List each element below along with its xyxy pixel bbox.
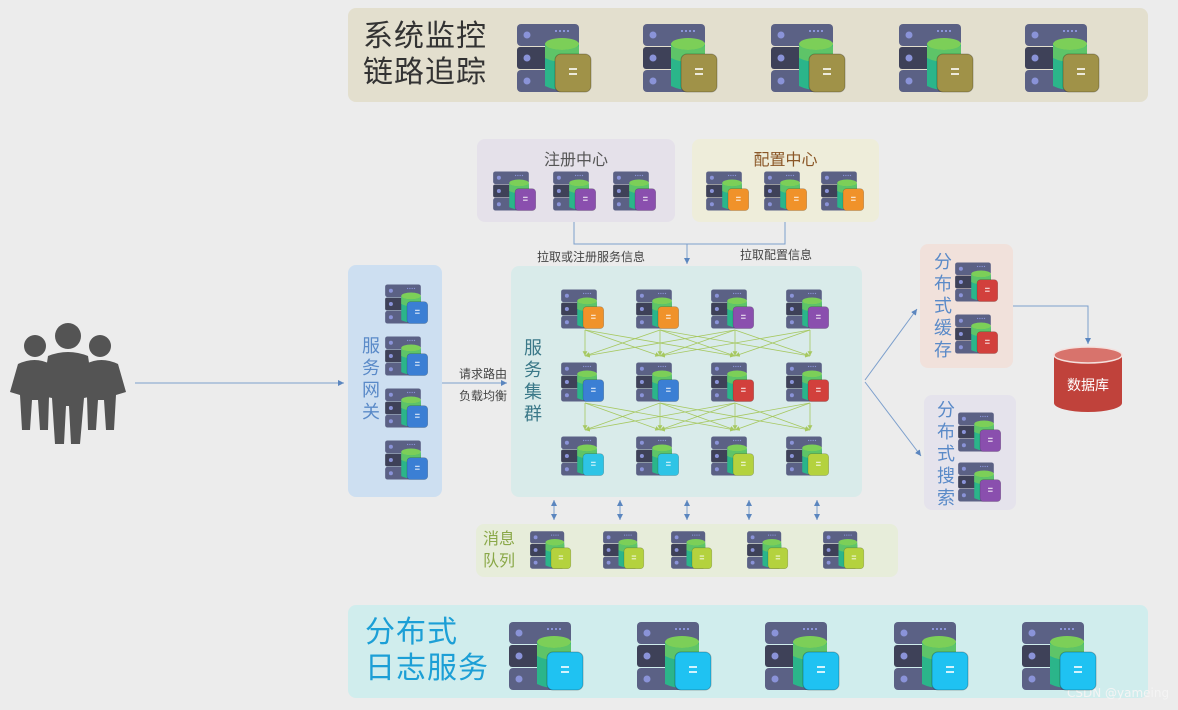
cluster-link xyxy=(584,402,661,431)
search-server-icon xyxy=(957,409,1003,455)
logging-panel xyxy=(348,605,1148,698)
logging-title: 分布式日志服务 xyxy=(365,615,489,687)
mq-server-icon xyxy=(529,528,573,572)
database-label: 数据库 xyxy=(1067,378,1109,394)
gateway-server-icon xyxy=(384,281,430,327)
monitoring-title-line2: 链路追踪 xyxy=(363,55,487,90)
cluster-server-icon xyxy=(560,286,606,332)
mq-title-line2: 队列 xyxy=(483,551,516,570)
gateway-server-icon xyxy=(384,437,430,483)
users-icon xyxy=(10,323,126,444)
balance-label: 负载均衡 xyxy=(459,389,508,403)
cluster-link xyxy=(659,329,811,358)
cluster-server-icon xyxy=(560,359,606,405)
cluster-server-icon xyxy=(710,433,756,479)
cache-server-icon xyxy=(954,259,1000,305)
cluster-link xyxy=(584,329,661,357)
cluster-link xyxy=(584,329,736,358)
cache-title: 分布式缓存 xyxy=(931,252,952,362)
cluster-server-icon xyxy=(710,286,756,332)
mq-server-icon xyxy=(670,528,714,572)
cluster-link xyxy=(734,329,811,357)
config-server-icon xyxy=(763,168,809,214)
gateway-title: 服务网关 xyxy=(359,336,380,424)
logging-server-icon xyxy=(763,616,843,696)
monitor-server-icon xyxy=(769,18,849,98)
monitor-server-icon xyxy=(515,18,595,98)
cluster-link xyxy=(734,402,811,431)
logging-title-line1: 分布式 xyxy=(365,615,458,650)
registry-server-icon xyxy=(612,168,658,214)
gateway-server-icon xyxy=(384,385,430,431)
logging-title-line2: 日志服务 xyxy=(365,651,489,686)
config-server-icon xyxy=(820,168,866,214)
mq-server-icon xyxy=(602,528,646,572)
cluster-server-icon xyxy=(635,433,681,479)
route-label: 请求路由 xyxy=(459,367,508,381)
registry-server-icon xyxy=(492,168,538,214)
cluster-server-icon xyxy=(710,359,756,405)
registry-server-icon xyxy=(552,168,598,214)
cluster-link xyxy=(659,402,736,431)
logging-server-icon xyxy=(635,616,715,696)
cluster-server-icon xyxy=(785,359,831,405)
monitoring-title: 系统监控链路追踪 xyxy=(363,19,487,91)
cluster-server-icon xyxy=(560,433,606,479)
cluster-link xyxy=(584,402,736,432)
mq-server-icon xyxy=(746,528,790,572)
monitoring-title-line1: 系统监控 xyxy=(363,19,487,54)
pull-config-label: 拉取配置信息 xyxy=(740,248,813,262)
monitoring-panel xyxy=(348,8,1148,102)
logging-server-icon xyxy=(1020,616,1100,696)
logging-server-icon xyxy=(892,616,972,696)
monitor-server-icon xyxy=(641,18,721,98)
search-server-icon xyxy=(957,459,1003,505)
registry-title: 注册中心 xyxy=(543,150,608,169)
cluster-server-icon xyxy=(785,433,831,479)
watermark: CSDN @yameing xyxy=(1067,686,1170,700)
cache-server-icon xyxy=(954,311,1000,357)
mq-title-line1: 消息 xyxy=(483,529,516,548)
cluster-server-icon xyxy=(635,286,681,332)
cluster-server-icon xyxy=(635,359,681,405)
config-server-icon xyxy=(705,168,751,214)
cluster-link xyxy=(659,329,736,357)
database-cylinder xyxy=(1053,346,1123,412)
cluster-title: 服务集群 xyxy=(521,338,542,426)
monitor-server-icon xyxy=(897,18,977,98)
mq-server-icon xyxy=(822,528,866,572)
monitor-server-icon xyxy=(1023,18,1103,98)
search-title: 分布式搜索 xyxy=(934,400,955,510)
config-title: 配置中心 xyxy=(753,150,818,169)
register-label: 拉取或注册服务信息 xyxy=(537,250,646,264)
mq-title: 消息队列 xyxy=(483,528,515,572)
logging-server-icon xyxy=(507,616,587,696)
cluster-server-icon xyxy=(785,286,831,332)
cluster-link xyxy=(659,402,811,432)
gateway-server-icon xyxy=(384,333,430,379)
